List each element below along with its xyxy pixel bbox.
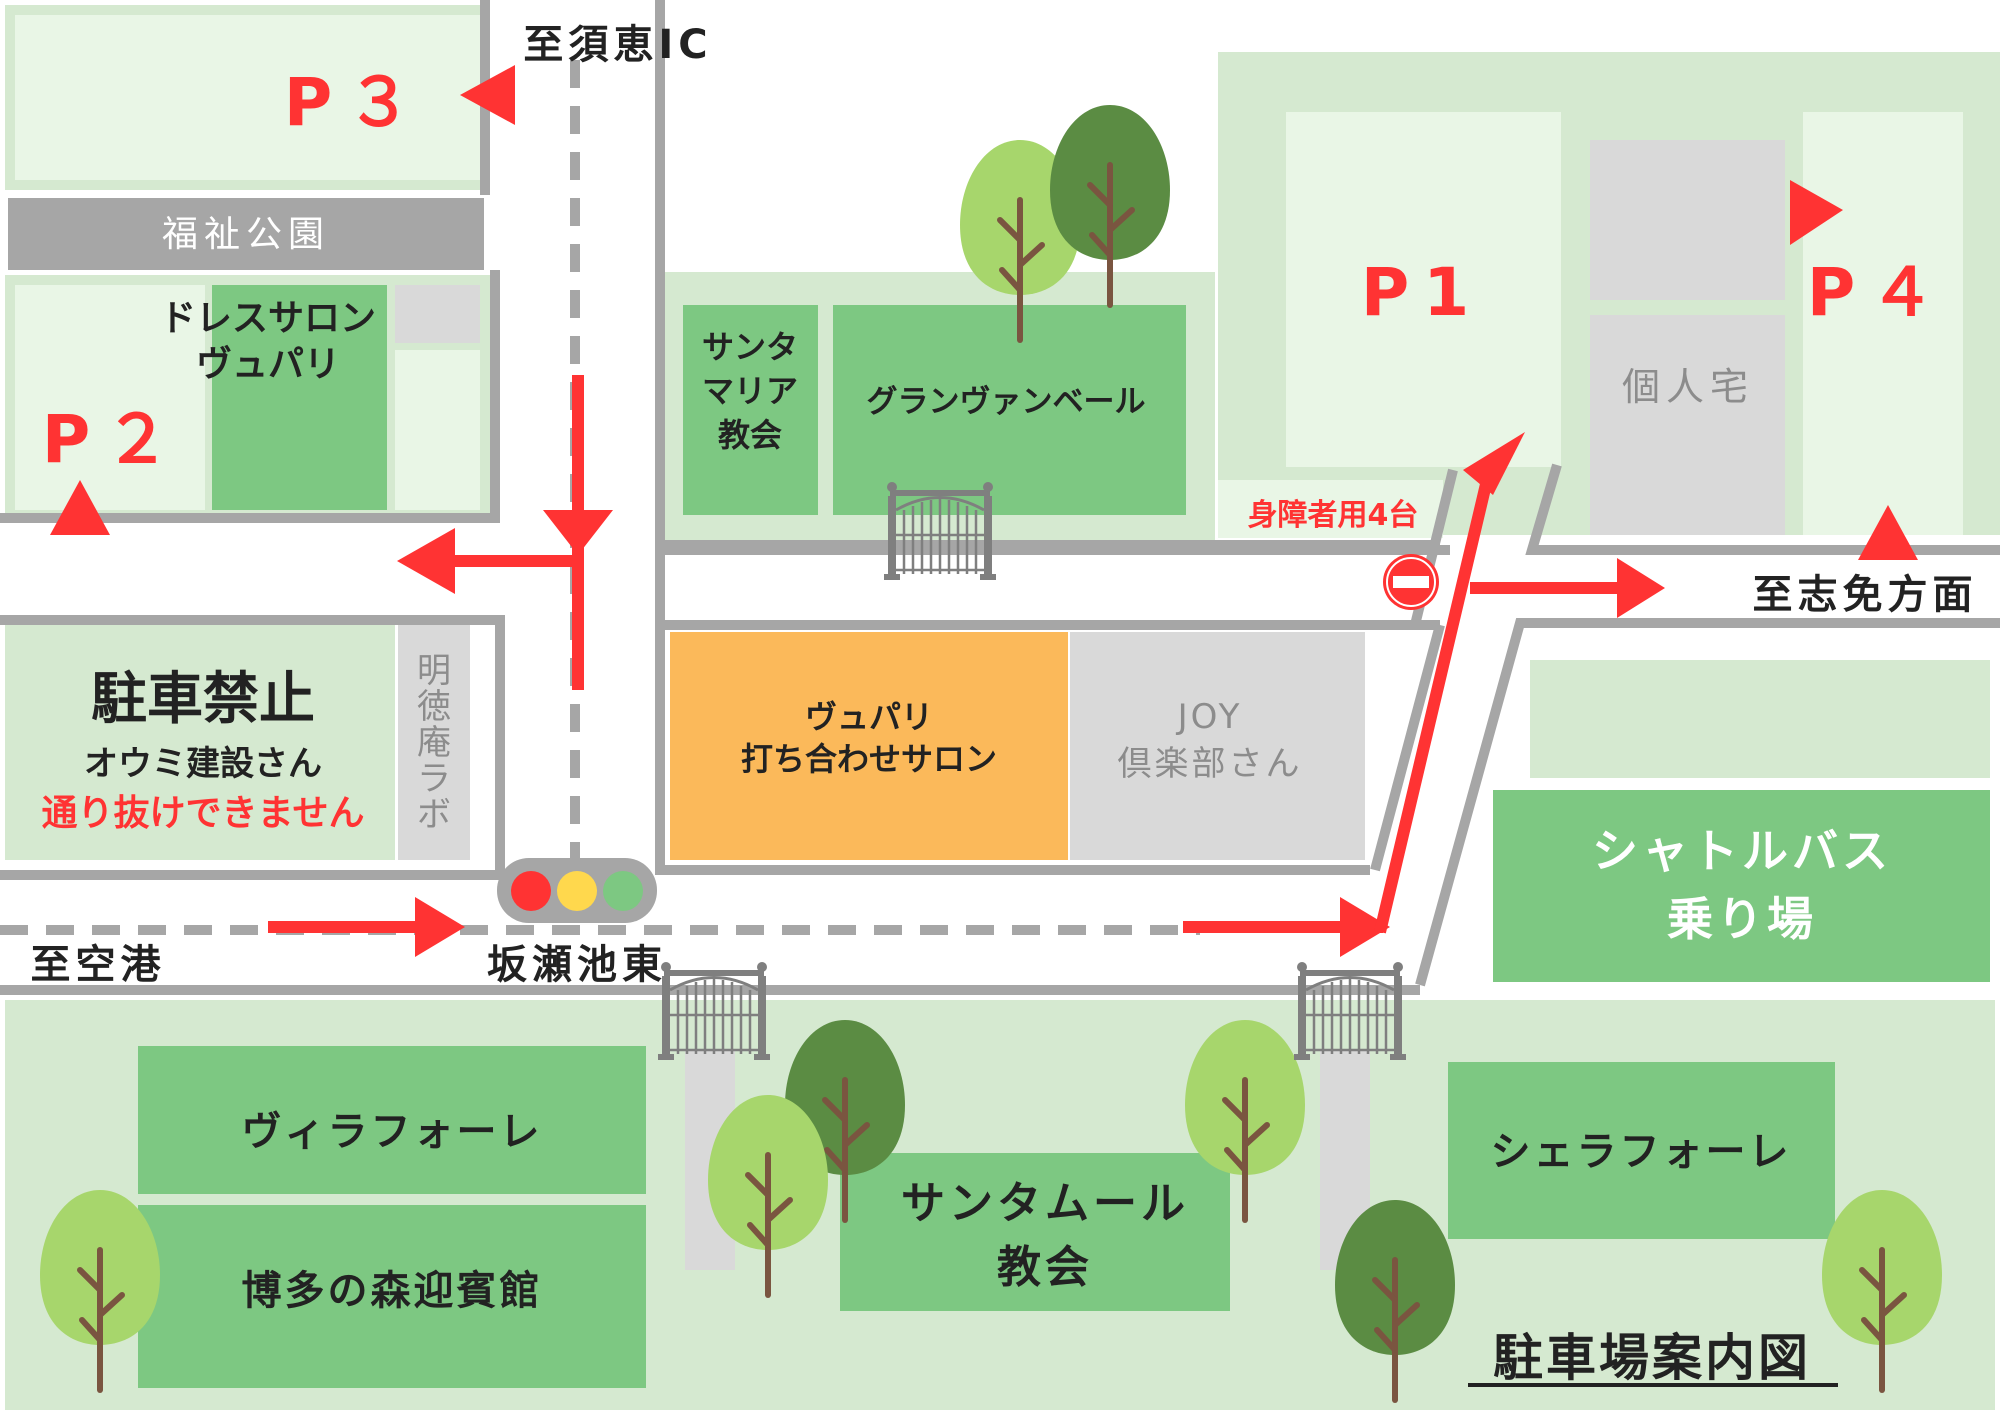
p4-label: P４ — [1807, 254, 1949, 331]
joy-label-2: 倶楽部さん — [1118, 744, 1303, 784]
meeting-salon — [670, 632, 1068, 860]
shuttle-label-2: 乗り場 — [1667, 892, 1817, 946]
arrow-icon — [50, 480, 110, 535]
welfare-park-label: 福祉公園 — [162, 214, 330, 255]
santa-maria-label-1: サンタ — [702, 328, 798, 366]
meeting-salon-label-1: ヴュパリ — [805, 698, 933, 736]
grand-vent-building — [833, 305, 1186, 515]
arrow-icon — [1463, 432, 1525, 495]
private-home-1 — [1590, 140, 1785, 300]
welfare-park — [8, 198, 484, 270]
meitokuan-char: 明 — [417, 651, 451, 691]
dress-salon-label-2: ヴュパリ — [196, 344, 340, 385]
villa-label: ヴィラフォーレ — [242, 1109, 543, 1155]
private-home-label: 個人宅 — [1622, 365, 1754, 409]
traffic-light-icon — [497, 858, 657, 923]
arrow-icon — [1374, 478, 1493, 934]
arrow-icon — [543, 510, 613, 555]
intersection-label: 坂瀬池東 — [487, 942, 667, 988]
no-parking-owner: オウミ建設さん — [84, 744, 322, 784]
santa-maria-church — [683, 305, 818, 515]
grand-vent-label: グランヴァンベール — [867, 384, 1146, 420]
p2-label: P２ — [42, 401, 184, 478]
hakata-forest-guest-house — [138, 1205, 646, 1388]
map-title: 駐車場案内図 — [1493, 1329, 1811, 1387]
accessible-parking-label: 身障者用4台 — [1248, 498, 1419, 533]
santamour-label-1: サンタムール — [901, 1178, 1189, 1229]
santa-maria-label-3: 教会 — [718, 416, 782, 454]
to-shime-label: 至志免方面 — [1753, 572, 1978, 618]
santamour-label-2: 教会 — [997, 1242, 1093, 1293]
p3-lot — [15, 15, 480, 180]
dress-salon-label-1: ドレスサロン — [160, 298, 376, 339]
arrow-icon — [1790, 180, 1843, 245]
p3-label: P３ — [284, 64, 426, 141]
route-arrows — [50, 65, 1918, 957]
arrow-icon — [460, 65, 515, 125]
arrow-icon — [268, 921, 438, 933]
right-lot — [1530, 660, 1990, 778]
arrow-icon — [1617, 558, 1665, 618]
p2-lot — [15, 285, 205, 510]
p1-lot — [1286, 112, 1561, 467]
small-building — [395, 285, 480, 343]
joy-club — [1070, 632, 1365, 860]
dress-salon — [212, 285, 387, 510]
hakata-label: 博多の森迎賓館 — [242, 1268, 543, 1314]
arrow-icon — [1340, 897, 1390, 957]
sierra-foret — [1448, 1062, 1835, 1239]
p1-label: P1 — [1361, 254, 1483, 331]
arrow-icon — [1470, 582, 1635, 594]
no-entry-icon — [1383, 554, 1439, 610]
private-home-2 — [1590, 315, 1785, 535]
to-airport-label: 至空港 — [31, 942, 166, 988]
shuttle-label-1: シャトルバス — [1592, 824, 1892, 878]
arrow-icon — [1183, 921, 1383, 933]
joy-label-1: JOY — [1176, 697, 1243, 737]
no-parking-title: 駐車禁止 — [91, 667, 315, 732]
to-sue-ic-label: 至須恵IC — [523, 22, 712, 68]
no-parking-lot — [5, 625, 395, 860]
meitokuan-char: ボ — [417, 795, 451, 835]
p4-lot — [1803, 112, 1963, 535]
meitokuan-lab — [398, 625, 470, 860]
arrow-icon — [397, 528, 455, 594]
arrow-icon — [440, 555, 575, 567]
no-parking-warning: 通り抜けできません — [42, 793, 365, 834]
arrow-icon — [1858, 505, 1918, 560]
shuttle-bus-stop — [1493, 790, 1990, 982]
sierra-label: シェラフォーレ — [1491, 1129, 1792, 1175]
santamour-church — [840, 1153, 1230, 1311]
meitokuan-char: 庵 — [417, 723, 451, 763]
accessible-parking — [1218, 480, 1443, 538]
santa-maria-label-2: マリア — [702, 372, 798, 410]
villa-foret — [138, 1046, 646, 1194]
small-lot — [395, 350, 480, 510]
meitokuan-char: ラ — [417, 759, 451, 799]
meitokuan-char: 徳 — [417, 687, 451, 727]
meeting-salon-label-2: 打ち合わせサロン — [741, 740, 997, 778]
arrow-icon — [415, 897, 465, 957]
